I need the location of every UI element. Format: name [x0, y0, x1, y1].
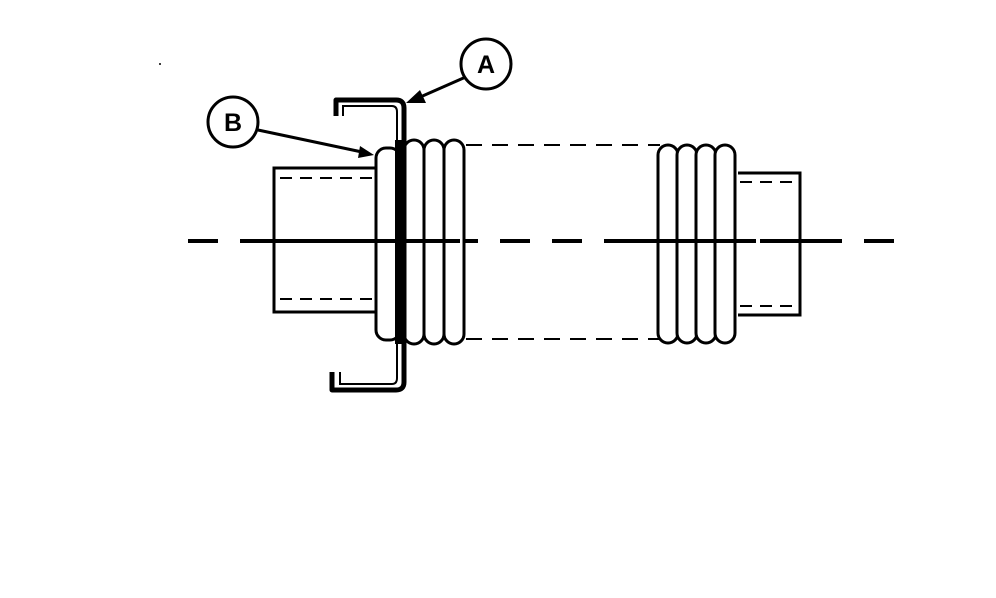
callout-b-circle — [206, 95, 260, 149]
right-ring-2 — [675, 143, 699, 345]
right-coupling-rings — [656, 143, 737, 345]
callout-a-arrowhead — [406, 90, 426, 103]
right-ring-4 — [713, 143, 737, 345]
right-ring-1 — [656, 143, 680, 345]
callout-a-label: A — [477, 51, 495, 79]
callout-b: B — [206, 95, 374, 158]
callout-b-label: B — [224, 109, 242, 137]
callout-b-leader — [257, 128, 363, 154]
speck-mark — [159, 63, 161, 65]
callout-a-circle — [459, 37, 513, 91]
right-ring-3 — [694, 143, 718, 345]
callout-a: A — [406, 37, 513, 103]
callout-a-leader — [417, 74, 469, 100]
callout-b-arrowhead — [358, 146, 374, 158]
right-pipe — [738, 171, 802, 317]
right-pipe-outline — [738, 171, 802, 317]
